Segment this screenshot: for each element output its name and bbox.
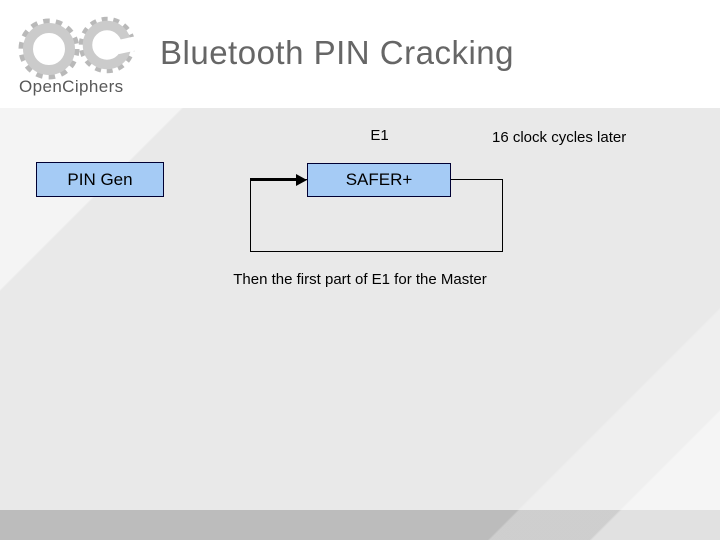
- arrow-right-icon: [296, 173, 307, 186]
- diagram-caption: Then the first part of E1 for the Master: [233, 271, 487, 288]
- pin-gen-label: PIN Gen: [67, 169, 133, 189]
- pin-gen-box: PIN Gen: [36, 162, 164, 197]
- e1-label: E1: [370, 127, 389, 144]
- safer-plus-box: SAFER+: [307, 163, 451, 197]
- logo-text: OpenCiphers: [19, 77, 124, 96]
- clock-cycles-label: 16 clock cycles later: [492, 129, 627, 146]
- safer-plus-label: SAFER+: [345, 170, 413, 189]
- footer-band: [0, 510, 720, 540]
- arrow-line: [250, 178, 297, 181]
- oc-gears-logo-icon: [18, 16, 136, 80]
- slide-title: Bluetooth PIN Cracking: [160, 34, 515, 71]
